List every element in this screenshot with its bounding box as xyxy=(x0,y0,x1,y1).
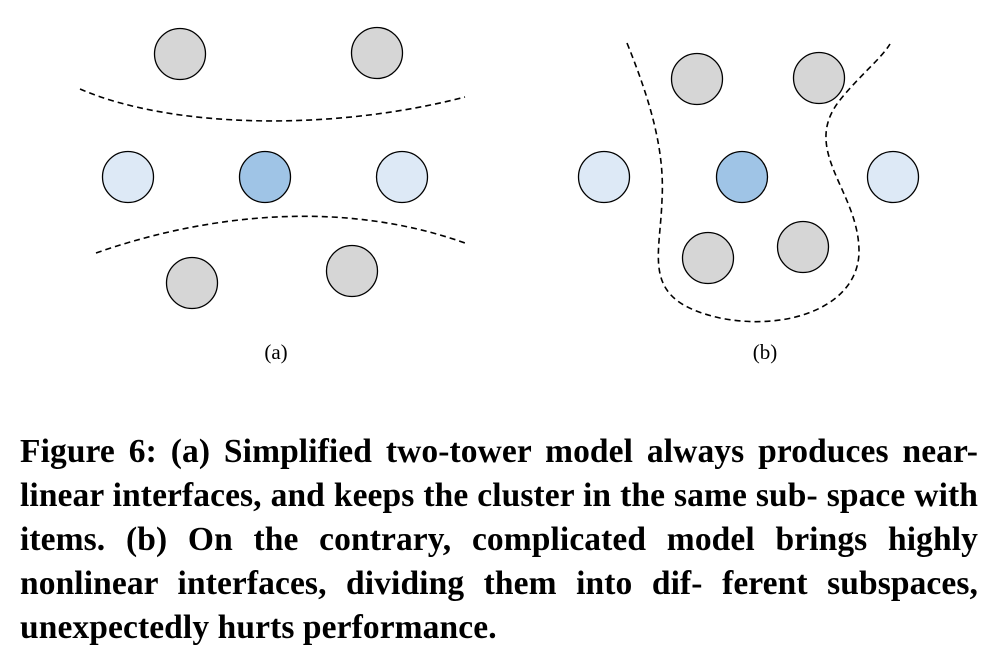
panel-label-a: (a) xyxy=(264,340,287,364)
gray-node xyxy=(670,52,724,106)
gray-node xyxy=(681,231,735,285)
gray-node xyxy=(350,26,404,80)
panel-label-b: (b) xyxy=(753,340,778,364)
light-blue-node xyxy=(866,150,920,204)
gray-node xyxy=(792,51,846,105)
boundary-curve-top-a xyxy=(79,88,466,122)
gray-node xyxy=(776,220,830,274)
figure-caption: Figure 6: (a) Simplified two-tower model… xyxy=(20,430,978,650)
panel-a: (a) xyxy=(79,26,466,364)
caption-text: (a) Simplified two-tower model always pr… xyxy=(20,433,979,646)
light-blue-node xyxy=(577,150,631,204)
gray-node xyxy=(153,27,207,81)
blue-node xyxy=(238,150,292,204)
light-blue-node xyxy=(375,150,429,204)
boundary-curve-bottom-a xyxy=(95,215,466,254)
figure-diagram: (a) (b) xyxy=(79,26,920,364)
boundary-curve-b xyxy=(626,42,891,323)
light-blue-node xyxy=(101,150,155,204)
gray-node xyxy=(165,256,219,310)
blue-node xyxy=(715,150,769,204)
gray-node xyxy=(325,244,379,298)
panel-b: (b) xyxy=(577,42,920,364)
figure-number: Figure 6: xyxy=(20,433,157,470)
